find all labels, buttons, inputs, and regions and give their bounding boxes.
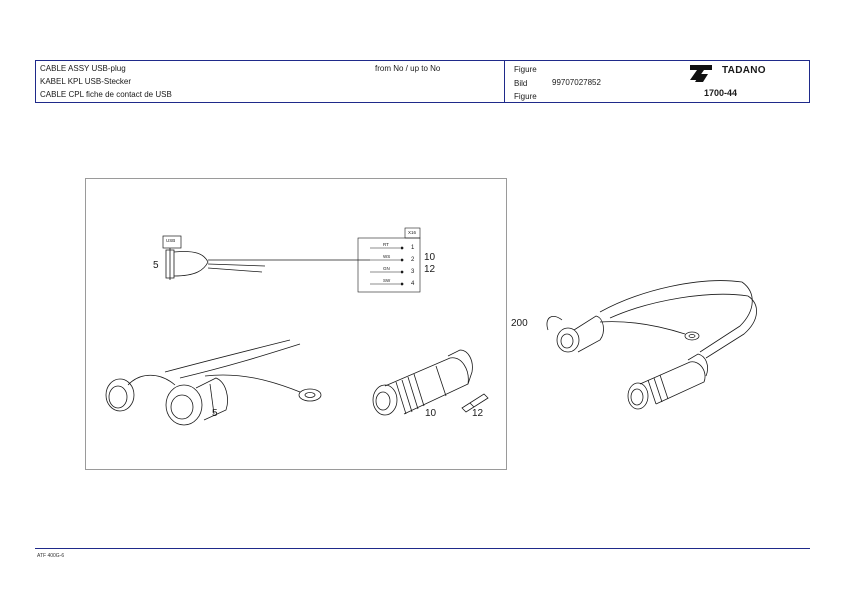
title-block-divider xyxy=(504,61,505,102)
wire-color-4: SW xyxy=(383,278,391,283)
wire-color-3: GN xyxy=(383,266,390,271)
figure-label-2: Figure xyxy=(514,92,537,101)
brand-name: TADANO xyxy=(722,65,766,76)
footer-rule xyxy=(35,548,810,549)
usb-connector-label: USB xyxy=(166,238,176,243)
part-number: 99707027852 xyxy=(552,78,601,87)
assembly-item-label: 200 xyxy=(511,318,528,329)
socket-item-label: 5 xyxy=(212,408,218,419)
pin-2: 2 xyxy=(411,257,415,263)
document-code: ATF 400G-6 xyxy=(37,553,65,559)
figure-label-1: Figure xyxy=(514,65,537,74)
validity-range: from No / up to No xyxy=(375,64,441,73)
plug-item-label: 10 xyxy=(425,408,437,419)
wire-color-2: WS xyxy=(383,254,391,259)
wire-color-1: RT xyxy=(383,242,389,247)
pin-3: 3 xyxy=(411,269,415,275)
schematic-item-10: 10 xyxy=(424,252,436,263)
x16-connector-label: X16 xyxy=(408,230,417,235)
schematic-item-5: 5 xyxy=(153,260,159,271)
ferrule-item-label: 12 xyxy=(472,408,484,419)
description-fr: CABLE CPL fiche de contact de USB xyxy=(40,90,172,99)
description-de: KABEL KPL USB-Stecker xyxy=(40,77,131,86)
drawing-frame xyxy=(85,178,507,470)
title-block xyxy=(35,60,810,103)
bild-label: Bild xyxy=(514,79,528,88)
schematic-item-12: 12 xyxy=(424,264,436,275)
pin-1: 1 xyxy=(411,245,415,251)
pin-4: 4 xyxy=(411,281,415,287)
page-reference: 1700-44 xyxy=(704,88,738,98)
description-en: CABLE ASSY USB-plug xyxy=(40,64,126,73)
